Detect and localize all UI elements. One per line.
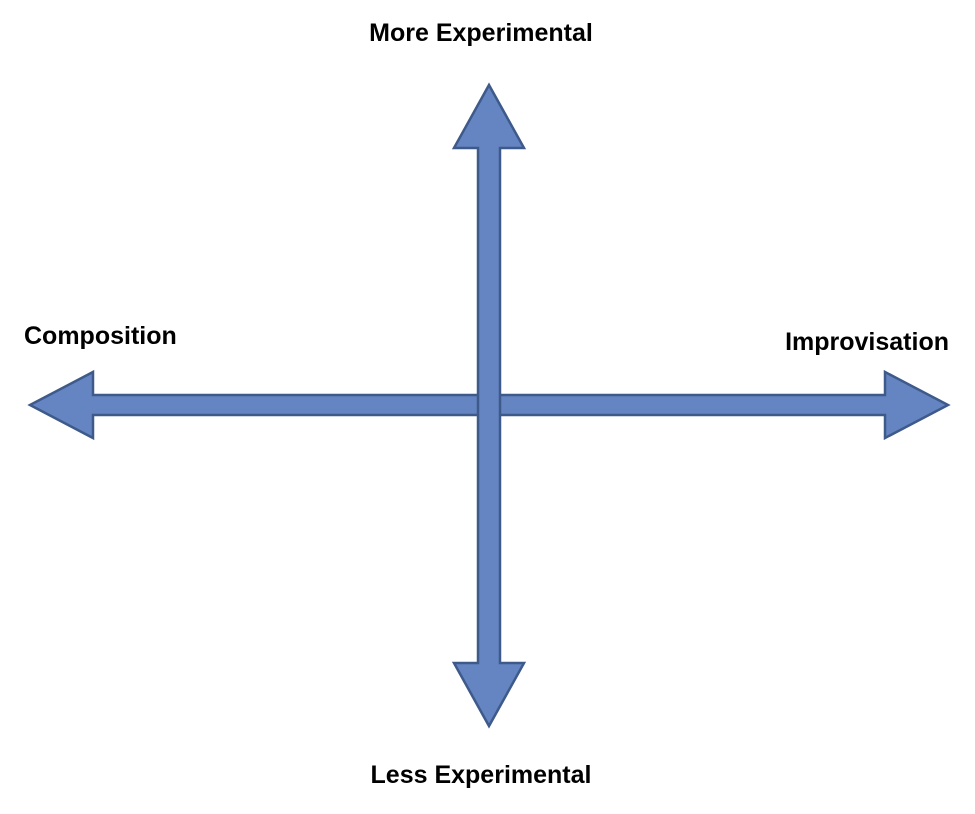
label-less-experimental: Less Experimental xyxy=(370,761,592,789)
label-more-experimental: More Experimental xyxy=(369,19,593,47)
label-composition: Composition xyxy=(24,322,177,350)
label-improvisation: Improvisation xyxy=(785,328,949,356)
vertical-axis-arrow xyxy=(451,82,527,729)
